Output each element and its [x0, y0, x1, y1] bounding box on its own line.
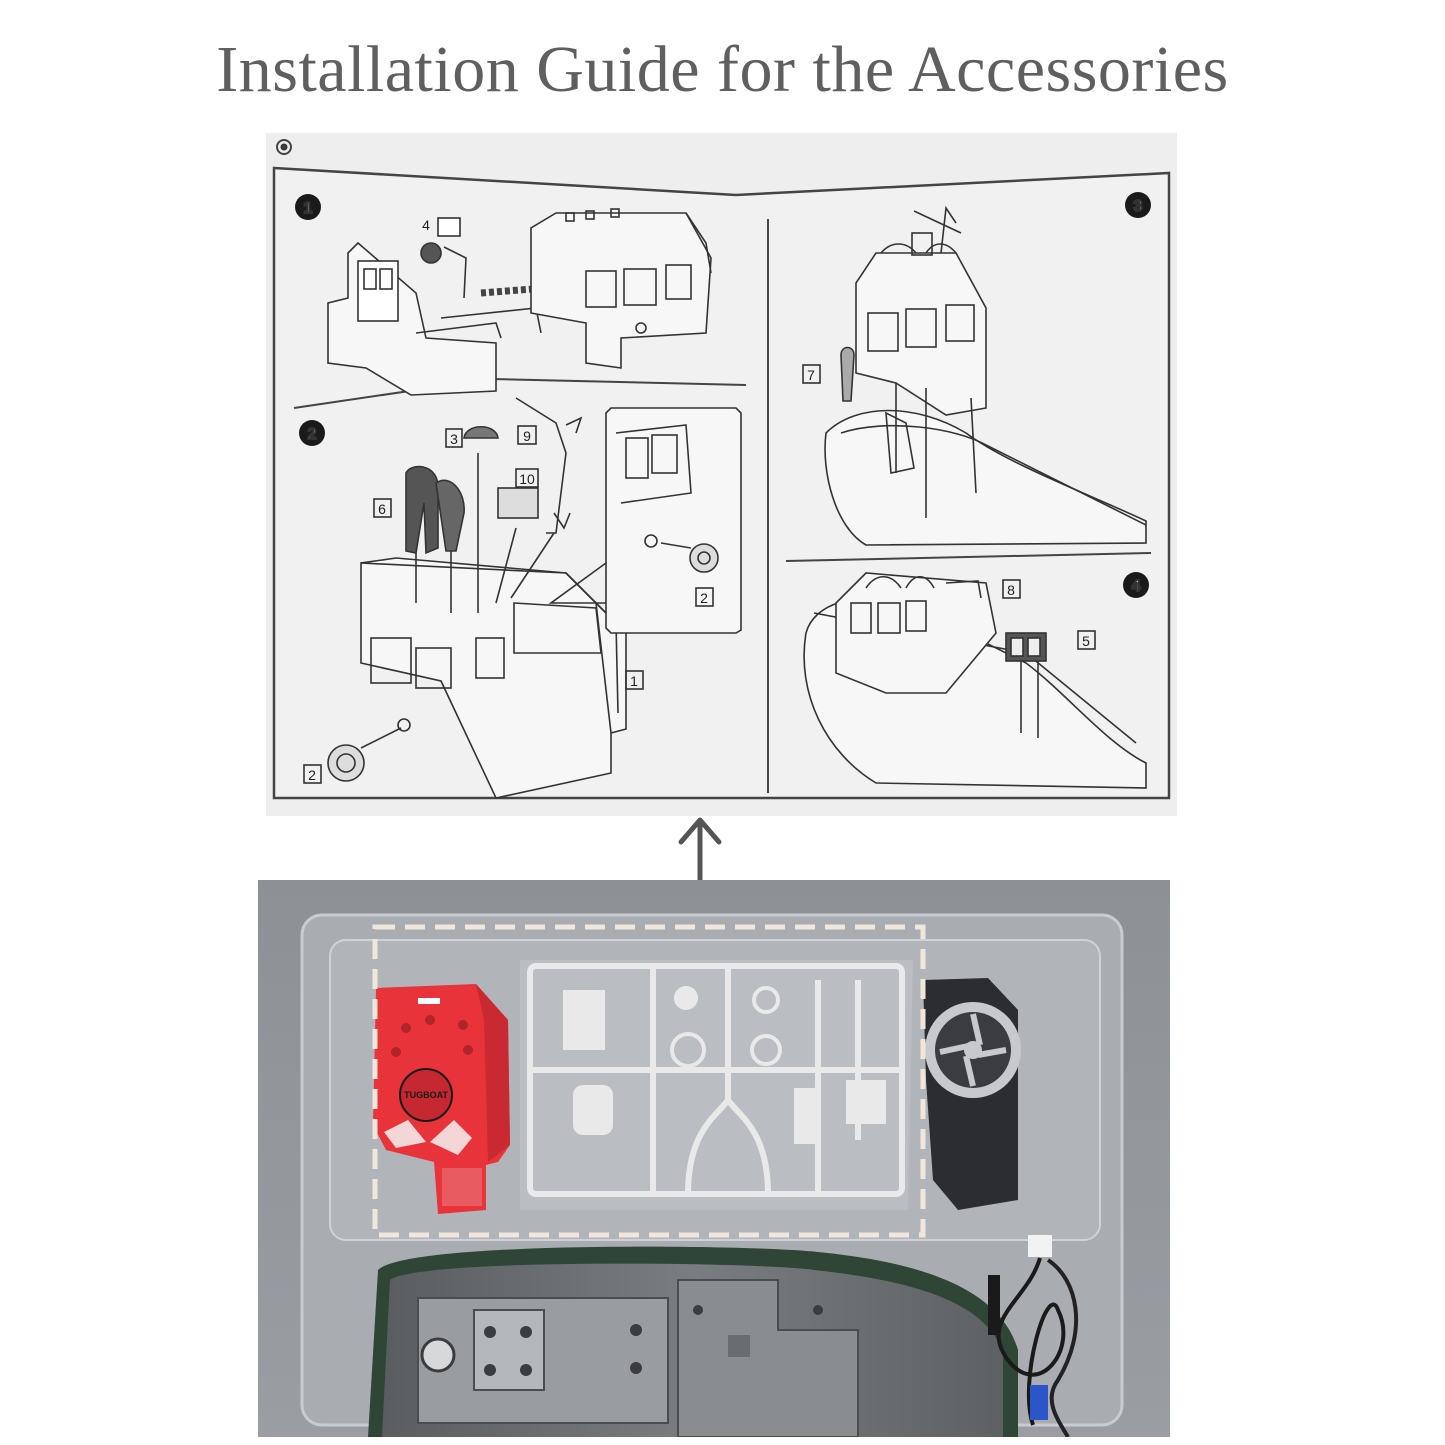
step-4-diagram: 8 5 [803, 572, 1147, 789]
accessories-highlight-box [372, 924, 926, 1238]
product-package-photo: TUGBOAT [258, 880, 1170, 1437]
instruction-manual-sheet: 1 2 3 4 4 [266, 133, 1177, 816]
svg-text:1: 1 [304, 200, 313, 217]
boat-hull-part [368, 1246, 1018, 1437]
svg-text:5: 5 [1082, 633, 1090, 649]
svg-text:7: 7 [807, 367, 815, 383]
svg-text:1: 1 [630, 673, 638, 689]
svg-text:2: 2 [308, 767, 316, 783]
svg-text:3: 3 [450, 431, 458, 447]
svg-text:2: 2 [700, 590, 708, 606]
charging-cable [988, 1235, 1079, 1437]
svg-text:9: 9 [523, 428, 531, 444]
step-badge-1: 1 [295, 194, 321, 220]
white-sprue-parts [527, 963, 905, 1197]
step-2-diagram: 3 9 10 6 1 2 2 [303, 397, 742, 799]
step-3-diagram: 7 [802, 205, 1147, 546]
step-1-diagram: 4 [327, 208, 712, 396]
cabin-logo: TUGBOAT [404, 1090, 448, 1100]
step-badge-2: 2 [299, 420, 325, 446]
svg-text:8: 8 [1007, 582, 1015, 598]
svg-text:4: 4 [1132, 578, 1141, 595]
page-title: Installation Guide for the Accessories [216, 33, 1229, 106]
svg-text:10: 10 [519, 471, 535, 487]
svg-text:2: 2 [308, 426, 317, 443]
red-cabin-part: TUGBOAT [373, 984, 510, 1214]
step-badge-4: 4 [1123, 572, 1149, 598]
svg-text:6: 6 [378, 501, 386, 517]
step-badge-3: 3 [1125, 192, 1151, 218]
black-propeller-part [923, 978, 1021, 1210]
svg-text:3: 3 [1134, 198, 1143, 215]
svg-text:4: 4 [422, 217, 430, 233]
